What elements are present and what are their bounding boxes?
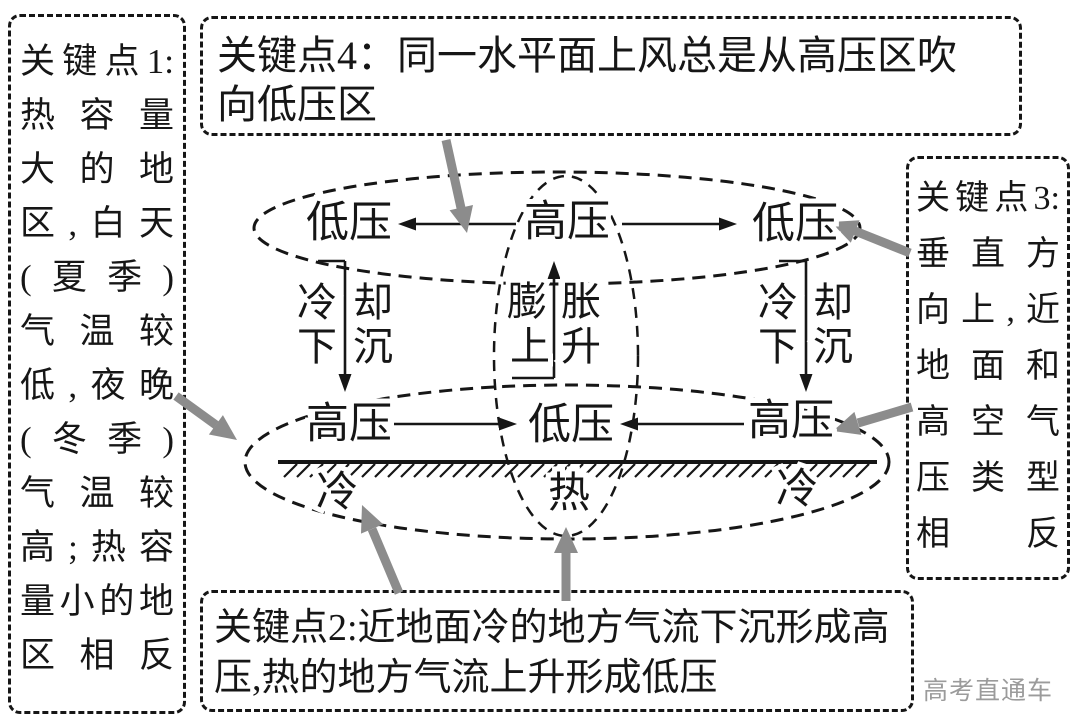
cool-sink-char: 却: [353, 280, 393, 325]
upper-right-pressure-label: 低压: [752, 201, 838, 248]
keypoint2-line: 关键点2:近地面冷的地方气流下沉形成高: [214, 607, 890, 649]
cool-sink-char: 沉: [353, 324, 393, 369]
cool-sink-char: 下: [758, 324, 798, 369]
keypoint3-panel: 关键点3: 垂直方 向上,近 地面和 高空气 压类型 相反: [906, 156, 1070, 580]
keypoint2-pointer-arrow-left: [361, 505, 404, 595]
surface-wind-arrow-left: [394, 417, 517, 431]
keypoint1-line: 大的地: [20, 150, 174, 189]
keypoint1-line: 关键点1:: [20, 42, 174, 81]
ground-hatch: [283, 463, 870, 478]
keypoint2-panel: 关键点2:近地面冷的地方气流下沉形成高 压,热的地方气流上升形成低压: [200, 590, 914, 712]
rising-column-ellipse: [492, 174, 640, 538]
keypoint1-line: 气温较: [20, 312, 174, 351]
keypoint4-panel: 关键点4：同一水平面上风总是从高压区吹 向低压区: [200, 16, 1022, 136]
keypoint3-line: 高空气: [916, 404, 1060, 441]
keypoint1-line: 量小的地: [20, 582, 174, 621]
upper-left-pressure-label: 低压: [306, 200, 392, 247]
keypoint3-pointer-arrow-lower: [833, 402, 914, 435]
upper-center-pressure-label: 高压: [524, 199, 610, 246]
cool-sink-char: 却: [813, 280, 853, 325]
keypoint1-line: (夏季): [20, 258, 174, 297]
keypoint1-panel: 关键点1: 热容量 大的地 区,白天 (夏季) 气温较 低,夜晚 (冬季) 气温…: [8, 14, 186, 714]
lower-left-pressure-label: 高压: [306, 401, 392, 448]
expand-rise-char: 升: [561, 324, 601, 369]
thermal-circulation-diagram: 低压 高压 低压 高压 低压 高压 冷 热 冷 冷 却 下 沉 膨 胀 上 升 …: [173, 139, 914, 601]
surface-wind-arrow-right: [620, 417, 744, 431]
keypoint1-line: 高;热容: [20, 528, 174, 567]
keypoint3-line: 压类型: [916, 460, 1060, 497]
keypoint2-line: 压,热的地方气流上升形成低压: [214, 657, 718, 699]
keypoint3-line: 地面和: [916, 348, 1060, 385]
keypoint3-line: 相反: [916, 516, 1060, 553]
keypoint3-line: 向上,近: [916, 292, 1060, 329]
keypoint1-line: 气温较: [20, 474, 174, 513]
keypoint1-line: 区,白天: [20, 204, 174, 243]
lower-right-pressure-label: 高压: [748, 398, 834, 445]
rise-arrow-center: [512, 261, 561, 380]
keypoint1-line: (冬季): [20, 420, 174, 459]
surface-cold-label-right: 冷: [776, 467, 818, 513]
keypoint1-pointer-arrow: [173, 392, 237, 440]
keypoint4-line: 向低压区: [217, 82, 377, 127]
keypoint4-line: 关键点4：同一水平面上风总是从高压区吹: [217, 33, 957, 78]
upper-wind-arrow-right: [622, 217, 737, 231]
expand-rise-char: 胀: [561, 279, 601, 324]
expand-rise-char: 上: [510, 324, 550, 369]
cool-sink-char: 冷: [297, 280, 337, 325]
keypoint1-line: 热容量: [20, 96, 174, 135]
keypoint4-pointer-arrow: [441, 139, 473, 233]
keypoint2-pointer-arrow-center: [554, 527, 578, 601]
watermark: 高考直通车: [922, 678, 1053, 705]
cool-sink-char: 冷: [758, 280, 798, 325]
cool-sink-char: 下: [297, 324, 337, 369]
upper-air-ellipse: [252, 170, 862, 286]
cool-sink-char: 沉: [813, 324, 853, 369]
keypoint1-line: 区相反: [20, 636, 174, 675]
keypoint3-line: 垂直方: [916, 236, 1060, 273]
keypoint1-line: 低,夜晚: [20, 366, 174, 405]
keypoint3-pointer-arrow-upper: [831, 220, 912, 258]
keypoint3-line: 关键点3:: [916, 180, 1060, 217]
sink-arrow-left: [318, 259, 352, 392]
expand-rise-char: 膨: [507, 279, 547, 324]
surface-cold-label-left: 冷: [316, 470, 358, 516]
sink-arrow-right: [779, 259, 813, 392]
lower-center-pressure-label: 低压: [528, 402, 614, 449]
surface-hot-label: 热: [548, 471, 590, 517]
